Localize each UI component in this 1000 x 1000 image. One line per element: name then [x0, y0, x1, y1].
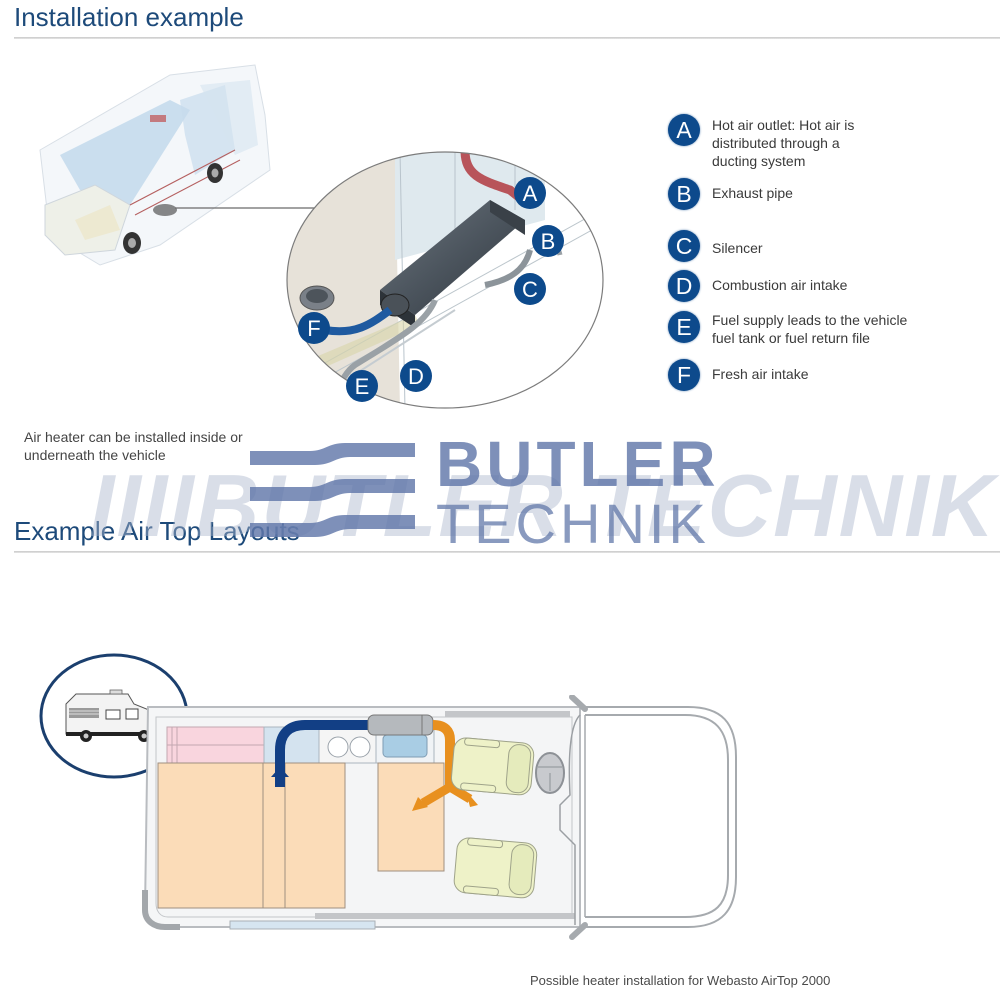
section-title-installation: Installation example: [14, 2, 244, 32]
badge-d-icon: D: [668, 270, 700, 302]
svg-text:E: E: [355, 374, 370, 399]
legend-item-f: F Fresh air intake: [668, 359, 808, 391]
watermark-background-text: IIIIBUTLER TECHNIK: [90, 456, 997, 555]
legend-item-a: A Hot air outlet: Hot air is distributed…: [668, 114, 854, 170]
svg-text:C: C: [522, 277, 538, 302]
heater-closeup-circle: A B C D E F: [286, 151, 604, 409]
badge-e-icon: E: [668, 311, 700, 343]
diagram-badge-c: C: [514, 273, 546, 305]
butler-logo-stripes-icon: [250, 443, 415, 537]
motorhome-cutaway-illustration: [39, 64, 271, 266]
svg-text:B: B: [541, 229, 556, 254]
diagram-badge-a: A: [514, 177, 546, 209]
section-divider: [14, 551, 1000, 553]
legend-item-d: D Combustion air intake: [668, 270, 847, 302]
legend-text-f: Fresh air intake: [712, 366, 809, 382]
badge-a-icon: A: [668, 114, 700, 146]
svg-text:F: F: [307, 316, 320, 341]
watermark-logo-technik: TECHNIK: [436, 492, 710, 555]
legend-text-d: Combustion air intake: [712, 277, 848, 293]
legend-text-e: Fuel supply leads to the vehicle fuel ta…: [712, 312, 908, 346]
legend-item-b: B Exhaust pipe: [668, 178, 793, 210]
diagram-badge-b: B: [532, 225, 564, 257]
legend-item-e: E Fuel supply leads to the vehicle fuel …: [668, 311, 907, 347]
svg-text:D: D: [408, 364, 424, 389]
diagram-badge-d: D: [400, 360, 432, 392]
legend-item-c: C Silencer: [668, 230, 763, 262]
section-divider: [14, 37, 1000, 39]
layout-caption: Possible heater installation for Webasto…: [530, 973, 831, 988]
legend-text-a: Hot air outlet: Hot air is distributed t…: [712, 117, 855, 169]
watermark-logo-butler: BUTLER: [436, 428, 720, 500]
badge-f-icon: F: [668, 359, 700, 391]
badge-c-icon: C: [668, 230, 700, 262]
legend-text-b: Exhaust pipe: [712, 185, 793, 201]
diagram-badge-f: F: [298, 312, 330, 344]
svg-text:A: A: [523, 181, 538, 206]
legend-text-c: Silencer: [712, 240, 763, 256]
badge-b-icon: B: [668, 178, 700, 210]
van-floor-plan: [142, 695, 737, 940]
installation-caption: Air heater can be installed inside or un…: [24, 429, 243, 463]
diagram-badge-e: E: [346, 370, 378, 402]
